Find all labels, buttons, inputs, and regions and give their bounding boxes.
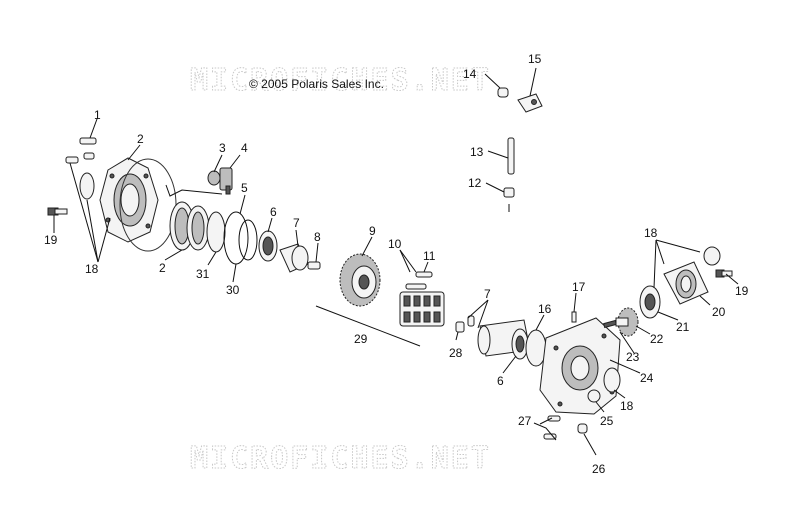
callout-labels: 1 2 3 4 5 6 7 8 19 18 2 31 30 9 10 11 29…: [44, 52, 749, 476]
callout-24: 24: [640, 371, 654, 385]
part-2-rings: [169, 201, 210, 251]
callout-20: 20: [712, 305, 726, 319]
callout-21: 21: [676, 320, 690, 334]
callout-16: 16: [538, 302, 552, 316]
part-30-circlip: [223, 211, 249, 265]
part-29-assembly-line: [315, 305, 421, 347]
callout-6-left: 6: [270, 205, 277, 219]
callout-7-right: 7: [484, 287, 491, 301]
callout-12: 12: [468, 176, 482, 190]
part-27-screws: [543, 415, 561, 440]
part-26-drain-plug: [577, 423, 588, 434]
callout-22: 22: [650, 332, 664, 346]
part-21-bearing: [639, 285, 661, 319]
part-8-pin: [307, 261, 321, 270]
callout-11: 11: [423, 249, 436, 263]
copyright-notice: © 2005 Polaris Sales Inc.: [249, 77, 384, 91]
part-3-4-shift-parts: [207, 167, 233, 195]
part-28-spacer: [455, 321, 465, 333]
leader-lines: [53, 67, 739, 456]
part-6-bearing-right: [511, 328, 529, 360]
part-17-dowel: [571, 311, 577, 323]
callout-18-right-top: 18: [644, 226, 658, 240]
part-20-bearing-cover: [663, 261, 709, 305]
part-10-roller-cage: [399, 291, 445, 327]
part-15-lever: [517, 93, 543, 113]
watermark-top: MICROFICHES.NET: [190, 63, 491, 98]
callout-31: 31: [196, 267, 210, 281]
callout-1: 1: [94, 108, 101, 122]
callout-4: 4: [241, 141, 248, 155]
part-13-shaft: [507, 137, 515, 175]
callout-18-left: 18: [85, 262, 99, 276]
callout-28: 28: [449, 346, 463, 360]
part-19-bolt-right: [715, 269, 733, 278]
part-14-bushing: [497, 87, 509, 98]
callout-17: 17: [572, 280, 586, 294]
part-11-pins: [405, 271, 433, 290]
part-1-pins: [65, 137, 97, 164]
callout-5: 5: [241, 181, 248, 195]
watermark-bottom: MICROFICHES.NET: [190, 441, 491, 476]
callout-26: 26: [592, 462, 606, 476]
callout-10: 10: [388, 237, 402, 251]
callout-23: 23: [626, 350, 640, 364]
callout-29: 29: [354, 332, 368, 346]
part-18-seal-left: [79, 172, 95, 200]
part-12-nut: [503, 187, 515, 212]
callout-15: 15: [528, 52, 542, 66]
callout-14: 14: [463, 67, 477, 81]
callout-18-right-bottom: 18: [620, 399, 634, 413]
callout-19-right: 19: [735, 284, 749, 298]
part-9-ring-gear: [339, 253, 381, 307]
part-24-gearcase-housing: [539, 317, 621, 415]
callout-13: 13: [470, 145, 484, 159]
part-22-pinion-gear: [615, 307, 639, 337]
callout-7-left: 7: [293, 216, 300, 230]
callout-9: 9: [369, 224, 376, 238]
part-7-sleeve-left: [279, 243, 309, 273]
part-6-bearing-left: [258, 230, 278, 262]
callout-8: 8: [314, 230, 321, 244]
callout-6-right: 6: [497, 374, 504, 388]
callout-30: 30: [226, 283, 240, 297]
part-19-bolt-left: [47, 207, 68, 216]
callout-3: 3: [219, 141, 226, 155]
callout-27: 27: [518, 414, 532, 428]
part-18-seal-right-bottom: [603, 367, 621, 393]
part-23-key: [603, 319, 617, 329]
part-31-plate: [206, 211, 226, 253]
part-25-plug: [587, 389, 601, 403]
callout-25: 25: [600, 414, 614, 428]
callout-19-left: 19: [44, 233, 58, 247]
part-18-seal-right-top: [703, 246, 721, 266]
part-7-pin-a: [467, 315, 475, 327]
part-5-circlip: [238, 219, 258, 261]
callout-2-rings: 2: [159, 261, 166, 275]
callout-2-cover: 2: [137, 132, 144, 146]
